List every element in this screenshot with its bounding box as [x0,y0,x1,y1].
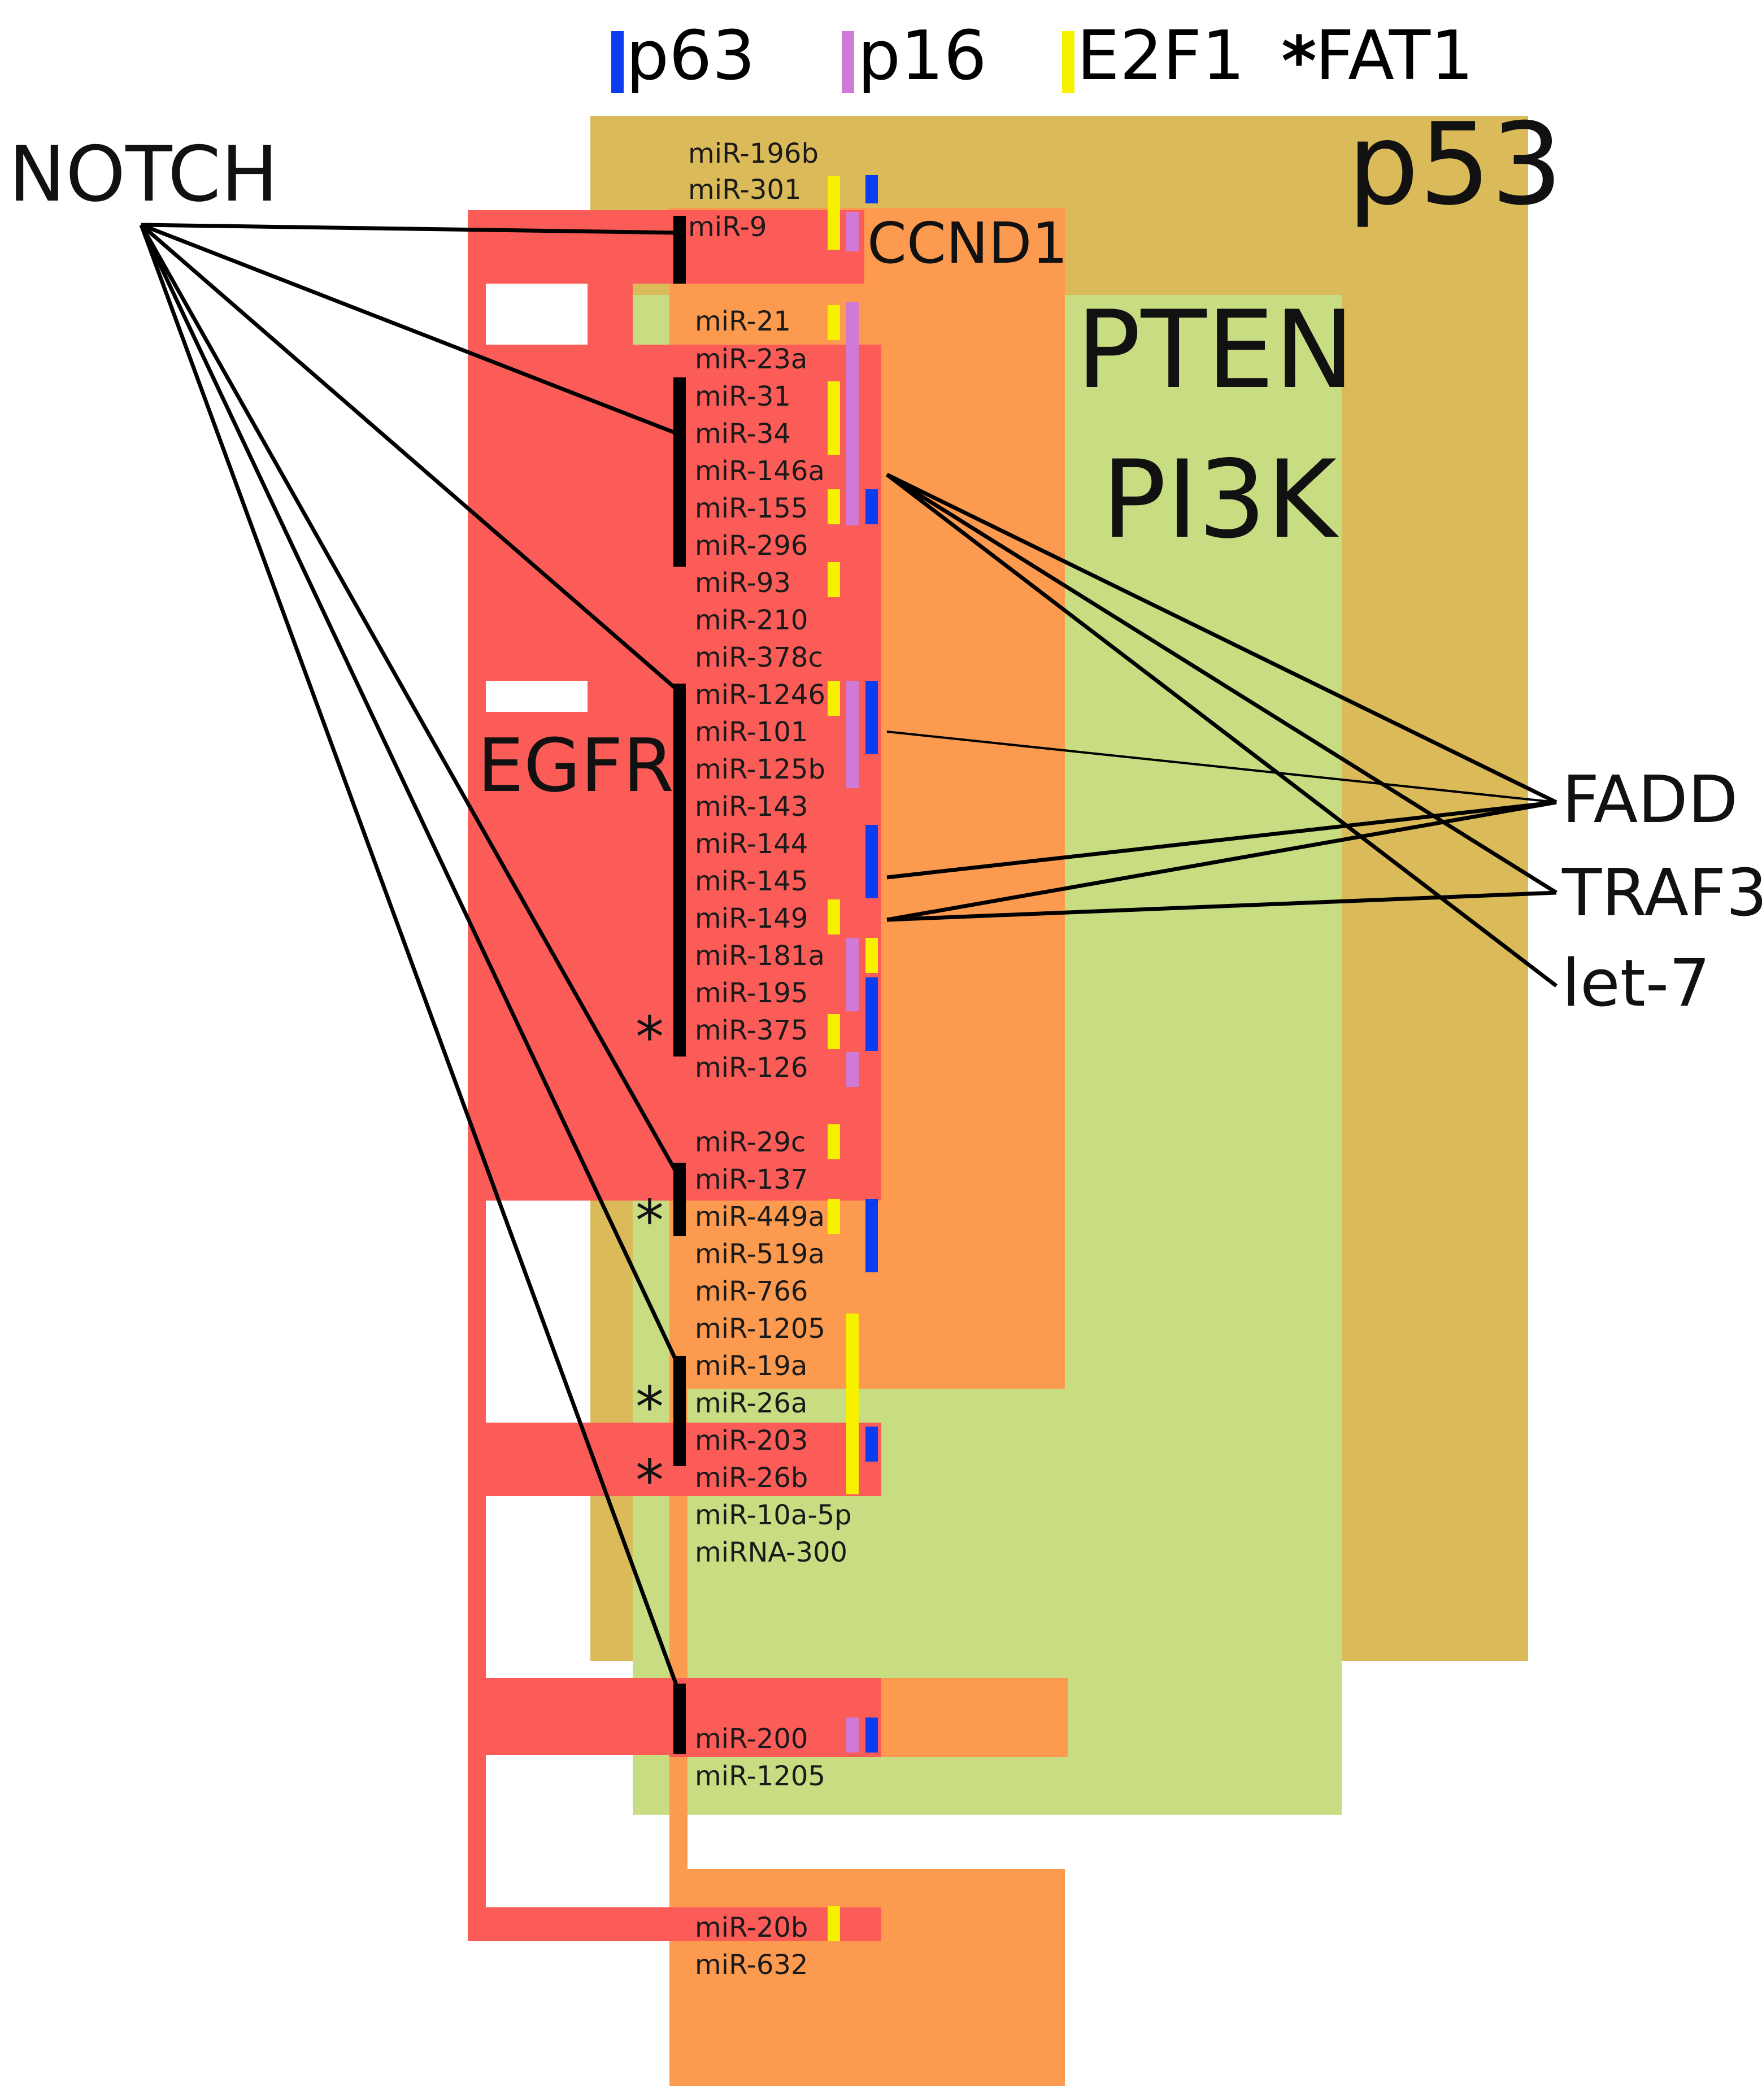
fat1-asterisk: * [636,1004,664,1070]
traf3-label: TRAF3 [1561,855,1762,931]
mirna-label: miR-200 [695,1723,808,1755]
mirna-label: miR-195 [695,977,808,1009]
fat1-asterisk: * [636,1447,664,1514]
mirna-label: miR-19a [695,1350,807,1382]
mirna-label: miR-196b [688,138,819,169]
mirna-label: miR-21 [695,306,791,337]
notch-group-bars [673,216,686,1754]
mirna-label: miR-1205 [695,1760,825,1792]
egfr-white-gaps [486,284,588,712]
mirna-label: miR-20b [695,1912,808,1944]
mirna-label: miR-23a [695,344,807,375]
legend-p16-label: p16 [858,17,987,95]
let7-label: let-7 [1562,946,1710,1021]
fat1-asterisk: * [636,1374,664,1440]
mirna-label: miR-26a [695,1388,807,1419]
mirna-label: miR-766 [695,1276,808,1307]
mirna-label: miR-449a [695,1201,825,1233]
mirna-label: miR-375 [695,1015,808,1046]
egfr-label: EGFR [477,723,674,808]
mirna-list: miR-196b miR-301 miR-9 miR-21 miR-23a mi… [688,138,852,1981]
mirna-label: miR-10a-5p [695,1499,852,1531]
legend-p63-swatch [611,31,624,93]
fat1-asterisk: * [636,1188,664,1254]
notch-label: NOTCH [8,130,279,219]
legend-p16-swatch [842,31,854,93]
legend-fat1-label: FAT1 [1315,17,1473,95]
legend-e2f1-label: E2F1 [1077,17,1245,95]
mirna-label: miR-296 [695,530,808,562]
mirna-label: miR-26b [695,1462,808,1494]
mirna-label: miR-1205 [695,1313,825,1345]
p16-markers [846,212,859,1753]
p63-markers [865,175,878,1753]
mirna-label: miR-145 [695,866,808,897]
legend-e2f1-swatch [1062,31,1074,93]
mirna-label: miR-519a [695,1238,825,1270]
legend-fat1-marker: * [1281,23,1317,101]
legend-p63-label: p63 [626,17,755,95]
mirna-label: miR-143 [695,791,808,823]
e2f1-markers [828,176,878,1941]
mirna-label: miR-149 [695,903,808,934]
fat1-asterisks: * * * * [636,1004,664,1514]
mirna-label: miR-378c [695,642,823,673]
mirna-label: miR-203 [695,1425,808,1456]
mirna-label: miR-137 [695,1164,808,1195]
mirna-label: miR-301 [688,174,801,206]
mirna-label: miR-210 [695,605,808,636]
mirna-label: miR-34 [695,418,791,450]
mirna-label: miR-9 [688,211,767,243]
mirna-label: miR-29c [695,1127,806,1158]
egfr-region [468,210,881,1941]
pi3k-label: PI3K [1102,437,1339,562]
notch-connectors [139,223,680,1690]
target-connectors [885,472,1558,988]
mirna-label: miR-155 [695,493,808,524]
fadd-label: FADD [1562,762,1738,838]
mirna-label: miR-632 [695,1949,808,1981]
ccnd1-region-lower [669,1869,1065,2086]
mirna-label: miR-146a [695,455,825,487]
mirna-label: miR-125b [695,754,825,785]
mirna-label: miR-101 [695,716,808,748]
mirna-label: miR-1246 [695,679,825,711]
ccnd1-label: CCND1 [867,210,1068,276]
mirna-label: miR-144 [695,828,808,860]
legend: p63 p16 E2F1 * FAT1 [611,17,1473,101]
mirna-label: miRNA-300 [695,1537,847,1568]
mirna-label: miR-126 [695,1052,808,1084]
pten-label: PTEN [1076,288,1355,412]
mirna-label: miR-31 [695,381,791,412]
p53-label: p53 [1347,99,1563,231]
mirna-label: miR-181a [695,940,825,972]
mirna-label: miR-93 [695,567,791,599]
